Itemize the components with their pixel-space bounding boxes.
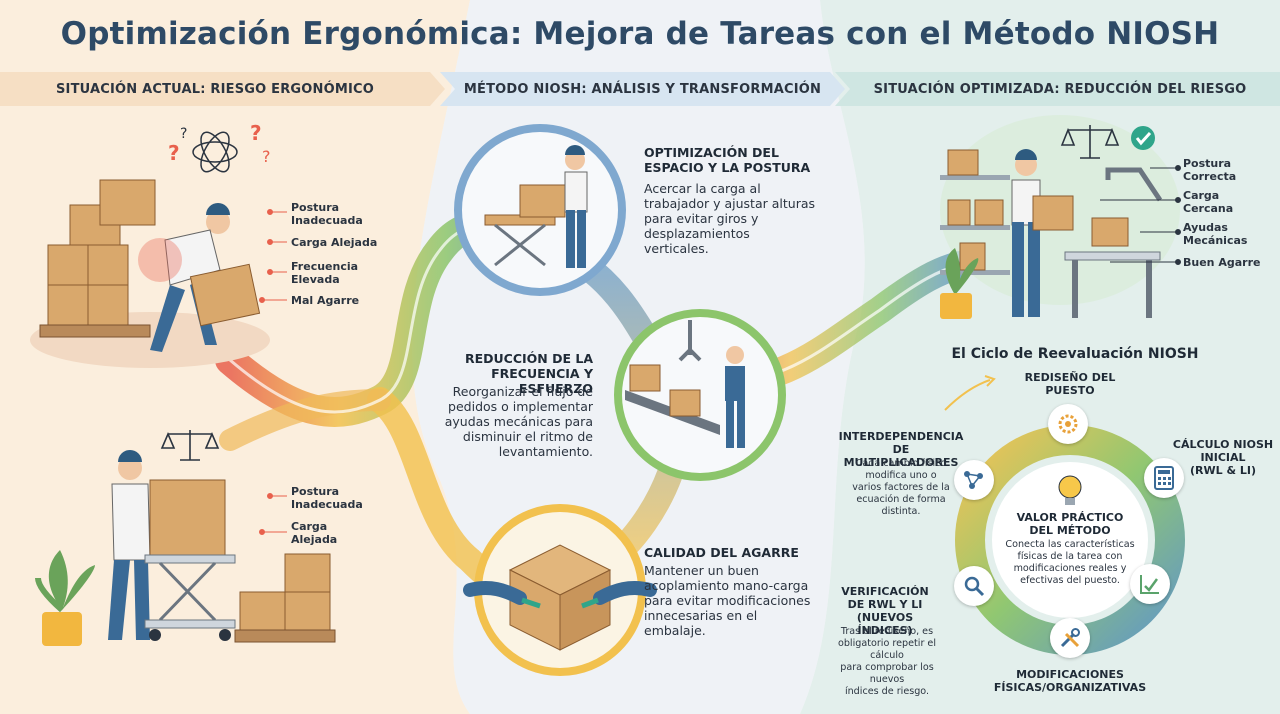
scale-icon-right <box>1060 125 1120 159</box>
label-postura-inadecuada: Postura Inadecuada <box>291 201 363 227</box>
band-optimized: SITUACIÓN OPTIMIZADA: REDUCCIÓN DEL RIES… <box>873 81 1247 97</box>
band-method: MÉTODO NIOSH: ANÁLISIS Y TRANSFORMACIÓN <box>463 81 822 97</box>
step-3-text: Mantener un buen acoplamiento mano-carga… <box>644 563 811 638</box>
cycle-verification-text: Tras el rediseño, es obligatorio repetir… <box>837 626 937 697</box>
tools-icon <box>1050 618 1090 658</box>
plant-left <box>35 550 95 646</box>
cycle-interdependence-title: INTERDEPENDENCIA DE MULTIPLICADORES <box>838 430 964 469</box>
gear-icon <box>1048 404 1088 444</box>
checkmark-icon <box>1131 126 1155 150</box>
network-icon <box>954 460 994 500</box>
svg-text:?: ? <box>180 126 187 142</box>
step-2-text: Reorganizar el flujo de pedidos o implem… <box>444 384 593 459</box>
label-carga-cercana: Carga Cercana <box>1183 189 1234 215</box>
lightbulb-icon <box>1058 475 1082 505</box>
page-title: Optimización Ergonómica: Mejora de Tarea… <box>60 16 1220 52</box>
svg-text:?: ? <box>168 141 180 165</box>
label-carga-alejada: Carga Alejada <box>291 236 378 249</box>
scale-icon <box>160 430 220 461</box>
label-buen-agarre: Buen Agarre <box>1183 256 1261 269</box>
band-current: SITUACIÓN ACTUAL: RIESGO ERGONÓMICO <box>55 81 375 97</box>
conveyor-scene <box>625 320 745 448</box>
cycle-interdependence-text: Cada cambio físico modifica uno o varios… <box>852 458 950 517</box>
chart-check-icon <box>1130 564 1170 604</box>
label-ayudas-mecanicas: Ayudas Mecánicas <box>1183 221 1248 247</box>
label-carga-alejada-2: Carga Alejada <box>291 520 338 546</box>
label-frecuencia-elevada: Frecuencia Elevada <box>291 260 359 286</box>
worker-bent <box>138 203 261 352</box>
cycle-title: El Ciclo de Reevaluación NIOSH <box>951 346 1199 362</box>
step-1-title: OPTIMIZACIÓN DEL ESPACIO Y LA POSTURA <box>644 145 811 175</box>
left-top-boxes <box>39 179 156 338</box>
magnifier-icon <box>954 566 994 606</box>
lift-table-scene <box>484 145 588 268</box>
step-1-text: Acercar la carga al trabajador y ajustar… <box>644 181 816 256</box>
cycle-modifications: MODIFICACIONES FÍSICAS/ORGANIZATIVAS <box>993 668 1147 694</box>
left-bottom-boxes <box>234 553 336 643</box>
box-grip-scene <box>463 544 657 651</box>
confusion-icon: ? ? ? ? <box>168 121 271 173</box>
label-postura-correcta: Postura Correcta <box>1183 157 1237 183</box>
label-mal-agarre: Mal Agarre <box>291 294 360 307</box>
cycle-center-title: VALOR PRÁCTICO DEL MÉTODO <box>1016 511 1124 537</box>
cycle-verification-title: VERIFICACIÓN DE RWL Y LI (NUEVOS ÍNDICES… <box>841 585 929 637</box>
svg-text:?: ? <box>250 121 262 145</box>
cycle-initial-calc: CÁLCULO NIOSH INICIAL (RWL & LI) <box>1172 438 1274 477</box>
right-scene <box>940 115 1180 319</box>
cycle-redesign: REDISEÑO DEL PUESTO <box>1024 371 1116 397</box>
step-2-title: REDUCCIÓN DE LA FRECUENCIA Y ESFUERZO <box>464 351 593 396</box>
cycle-center-text: Conecta las características físicas de l… <box>1005 539 1135 586</box>
calculator-icon <box>1144 458 1184 498</box>
svg-text:?: ? <box>262 147 271 166</box>
label-postura-inadecuada-2: Postura Inadecuada <box>291 485 363 511</box>
worker-cart <box>108 450 236 641</box>
step-3-title: CALIDAD DEL AGARRE <box>644 545 799 560</box>
